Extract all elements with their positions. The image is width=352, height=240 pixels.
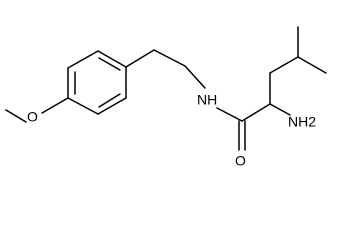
bond-ch2-ch2	[153, 49, 186, 67]
bond-ring-ch2	[125, 49, 155, 68]
bond-alpha-amine	[269, 103, 291, 116]
ring-bond-5	[97, 97, 127, 115]
atom-label-amine-nh2: NH2	[288, 114, 316, 130]
bond-o-ring	[41, 97, 69, 114]
bond-ch2-nh	[184, 65, 206, 89]
ring-inner-double-3	[98, 93, 121, 108]
structure-diagram: O NH O NH2	[5, 26, 327, 169]
bond-ch2-ch	[269, 56, 299, 74]
chemical-structure: O NH O NH2	[5, 26, 327, 169]
ring-bond-3	[97, 50, 127, 68]
ring-bond-2	[67, 50, 99, 69]
bond-carbonyl-alpha	[241, 103, 271, 122]
atom-label-amide-nh: NH	[197, 92, 217, 108]
ring-bond-6	[67, 97, 99, 115]
bond-ch-methyl-right	[297, 56, 327, 74]
atom-label-methoxy-o: O	[27, 109, 38, 125]
bond-methyl-o	[5, 109, 27, 123]
ring-inner-double-2	[98, 57, 121, 71]
bond-nh-carbonyl	[216, 107, 243, 122]
atom-label-carbonyl-o: O	[235, 153, 246, 169]
